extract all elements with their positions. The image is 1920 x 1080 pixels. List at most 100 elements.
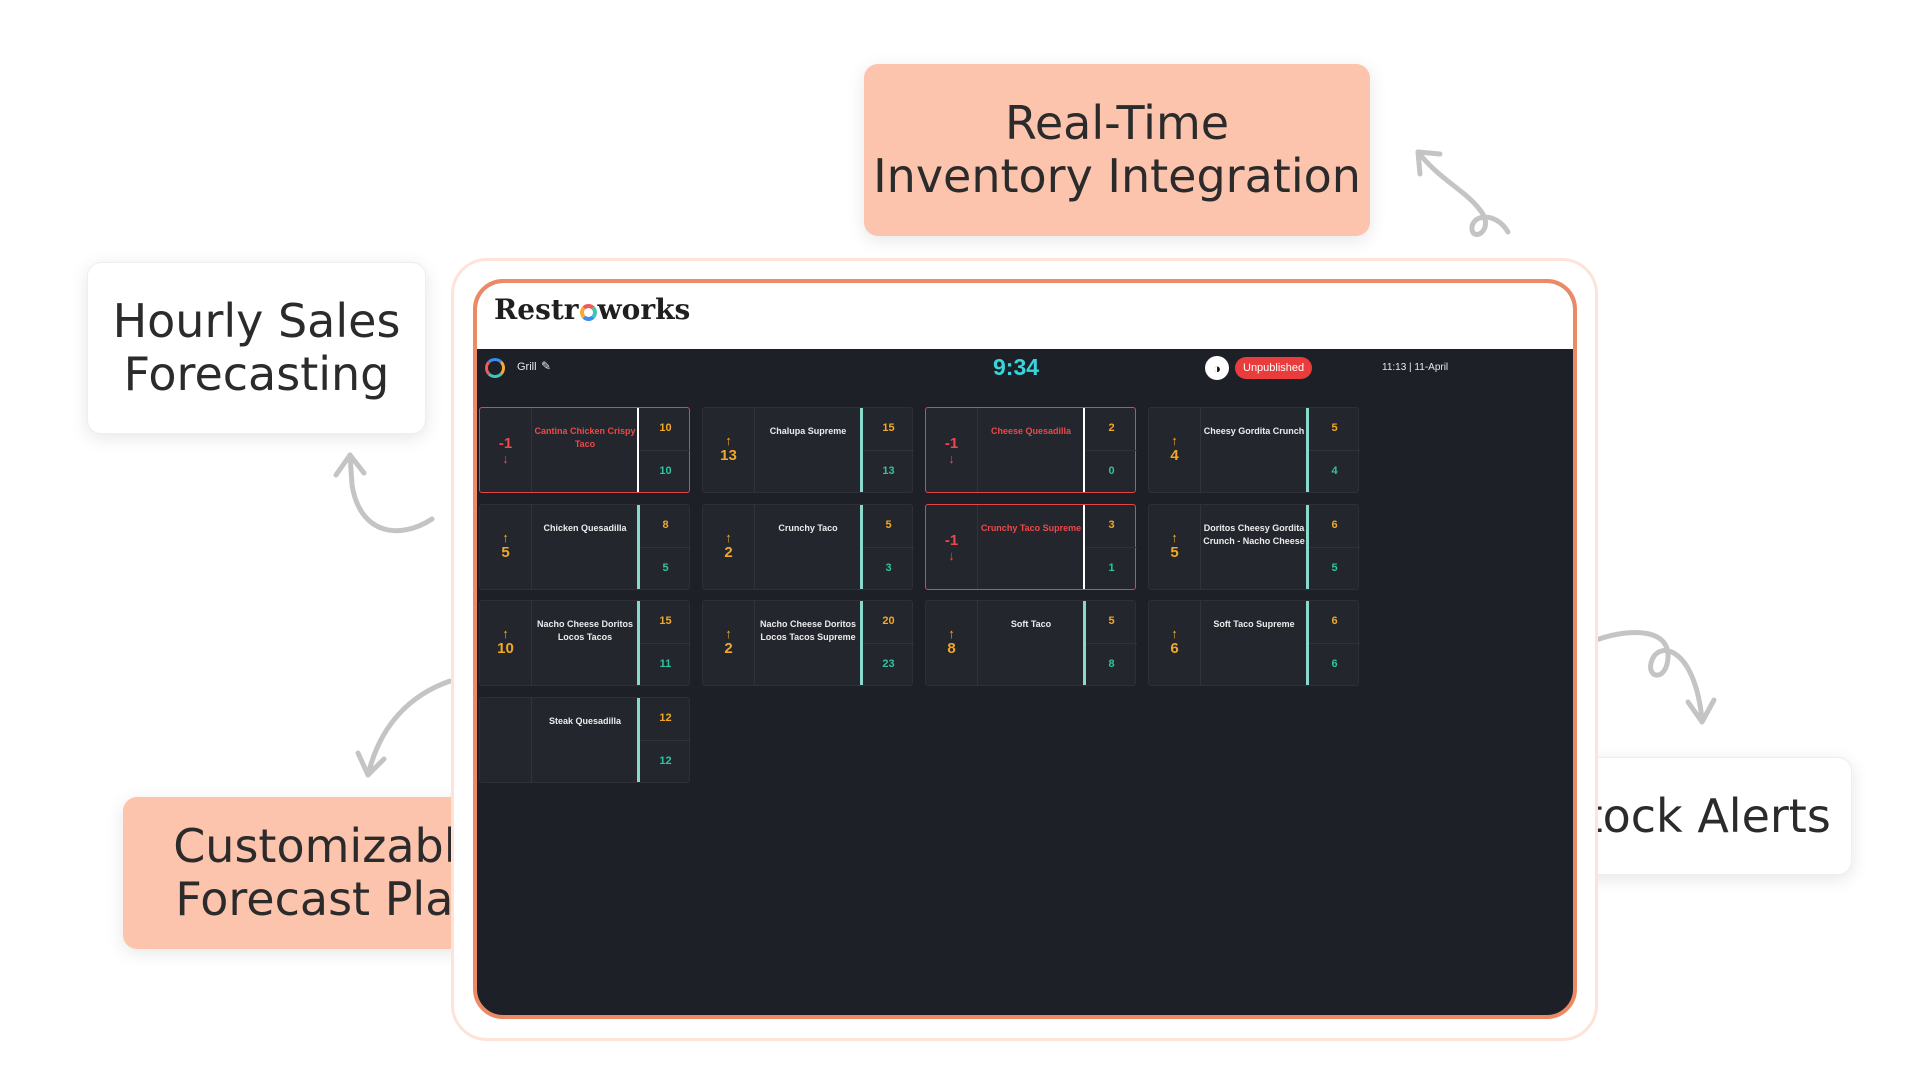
curved-arrow-icon xyxy=(333,452,435,534)
delta-cell: -1↓ xyxy=(480,408,532,492)
delta-value: 2 xyxy=(724,544,733,561)
curved-arrow-icon xyxy=(1415,149,1511,237)
delta-value: 2 xyxy=(724,640,733,657)
item-name: Chicken Quesadilla xyxy=(543,523,627,533)
column-divider xyxy=(1083,408,1085,492)
column-divider xyxy=(1083,505,1085,589)
forecast-value: 5 xyxy=(1331,422,1338,434)
item-name: Cheesy Gordita Crunch xyxy=(1203,426,1305,436)
forecast-value: 2 xyxy=(1108,422,1115,434)
column-divider xyxy=(1306,505,1309,589)
forecast-value: 3 xyxy=(1108,519,1115,531)
value-separator xyxy=(640,450,691,451)
forecast-value: 12 xyxy=(659,712,672,724)
edit-check-icon[interactable]: ✎ xyxy=(541,359,552,373)
value-separator xyxy=(1309,450,1360,451)
actual-value: 13 xyxy=(882,465,895,477)
item-name: Cantina Chicken Crispy Taco xyxy=(534,426,636,449)
status-badge[interactable]: Unpublished xyxy=(1235,357,1313,379)
delta-cell: ↑2 xyxy=(703,505,755,589)
arrow-up-icon: ↑ xyxy=(502,626,509,641)
forecast-value: 20 xyxy=(882,615,895,627)
date-time-display: 11:13 | 11-April xyxy=(1382,362,1449,373)
arrow-down-icon: ↓ xyxy=(948,451,955,466)
actual-value: 6 xyxy=(1331,658,1338,670)
delta-cell: ↑10 xyxy=(480,601,532,685)
arrow-up-icon: ↑ xyxy=(725,530,732,545)
theme-toggle-button[interactable]: ◑ xyxy=(1205,356,1229,380)
forecast-value: 6 xyxy=(1331,519,1338,531)
app-logo-icon[interactable] xyxy=(485,358,505,378)
station-label[interactable]: Grill xyxy=(517,361,537,373)
actual-value: 5 xyxy=(662,562,669,574)
value-separator xyxy=(640,547,691,548)
column-divider xyxy=(1083,601,1086,685)
value-separator xyxy=(1309,547,1360,548)
callout-custom-text: Customizable Forecast Plan xyxy=(173,819,485,926)
delta-cell: ↑5 xyxy=(1149,505,1201,589)
delta-value: 8 xyxy=(947,640,956,657)
item-card[interactable]: -1↓ Cheese Quesadilla 2 0 xyxy=(925,407,1137,493)
delta-cell xyxy=(480,698,532,782)
arrow-up-icon: ↑ xyxy=(1171,626,1178,641)
brand-name-end: works xyxy=(597,293,691,326)
delta-value: -1 xyxy=(944,435,959,452)
delta-value: 4 xyxy=(1170,447,1179,464)
column-divider xyxy=(860,408,863,492)
column-divider xyxy=(637,601,640,685)
value-separator xyxy=(640,643,691,644)
arrow-down-icon: ↓ xyxy=(948,548,955,563)
delta-value: 5 xyxy=(501,544,510,561)
delta-cell: -1↓ xyxy=(926,408,978,492)
delta-cell: ↑4 xyxy=(1149,408,1201,492)
callout-hourly-text: Hourly Sales Forecasting xyxy=(112,294,401,401)
actual-value: 5 xyxy=(1331,562,1338,574)
actual-value: 23 xyxy=(882,658,895,670)
delta-value: 10 xyxy=(497,640,514,657)
forecast-value: 8 xyxy=(662,519,669,531)
delta-value: -1 xyxy=(944,532,959,549)
callout-hourly-sales: Hourly Sales Forecasting xyxy=(87,262,426,434)
delta-value: 5 xyxy=(1170,544,1179,561)
column-divider xyxy=(860,505,863,589)
delta-cell: -1↓ xyxy=(926,505,978,589)
actual-value: 8 xyxy=(1108,658,1115,670)
actual-value: 10 xyxy=(659,465,672,477)
delta-cell: ↑6 xyxy=(1149,601,1201,685)
status-badge-label: Unpublished xyxy=(1243,362,1305,374)
actual-value: 3 xyxy=(885,562,892,574)
forecast-value: 15 xyxy=(882,422,895,434)
value-separator xyxy=(640,740,691,741)
value-separator xyxy=(1309,643,1360,644)
actual-value: 1 xyxy=(1108,562,1115,574)
delta-value: 6 xyxy=(1170,640,1179,657)
item-name: Cheese Quesadilla xyxy=(990,426,1072,436)
arrow-down-icon: ↓ xyxy=(502,451,509,466)
value-separator xyxy=(863,547,914,548)
forecast-value: 5 xyxy=(1108,615,1115,627)
delta-cell: ↑2 xyxy=(703,601,755,685)
actual-value: 0 xyxy=(1108,465,1115,477)
column-divider xyxy=(637,698,640,782)
actual-value: 4 xyxy=(1331,465,1338,477)
value-separator xyxy=(863,643,914,644)
delta-value: 13 xyxy=(720,447,737,464)
curved-arrow-icon xyxy=(355,678,453,778)
callout-realtime-text: Real-Time Inventory Integration xyxy=(873,96,1361,203)
item-name: Steak Quesadilla xyxy=(548,716,622,726)
